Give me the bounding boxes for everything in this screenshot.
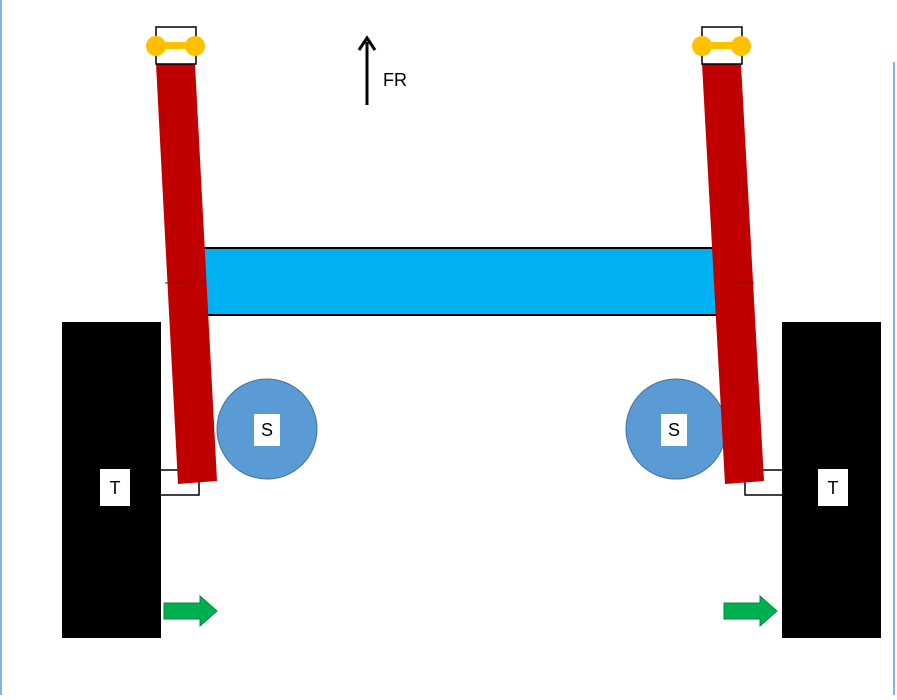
right-tire-label-box: [818, 469, 848, 506]
front-direction-arrow-icon: [357, 35, 377, 105]
left-spring-label: S: [261, 420, 273, 440]
left-spring-label-box: [254, 414, 280, 446]
left-arm: [156, 64, 217, 484]
crossbeam: [195, 247, 723, 316]
right-hub-bracket: [744, 469, 784, 496]
right-bushing-icon: [692, 36, 751, 56]
right-tire-label: T: [828, 478, 839, 498]
right-motion-arrow-icon: [723, 594, 778, 628]
direction-label: FR: [383, 70, 407, 90]
right-spring-label: S: [668, 420, 680, 440]
right-arm: [702, 64, 764, 484]
left-arm-seam: [164, 280, 207, 284]
left-motion-arrow-icon: [163, 594, 218, 628]
left-tire-label: T: [110, 478, 121, 498]
left-tire-label-box: [100, 469, 130, 506]
right-spring-label-box: [661, 414, 687, 446]
right-arm-seam: [713, 280, 755, 284]
left-bushing-icon: [146, 36, 205, 56]
